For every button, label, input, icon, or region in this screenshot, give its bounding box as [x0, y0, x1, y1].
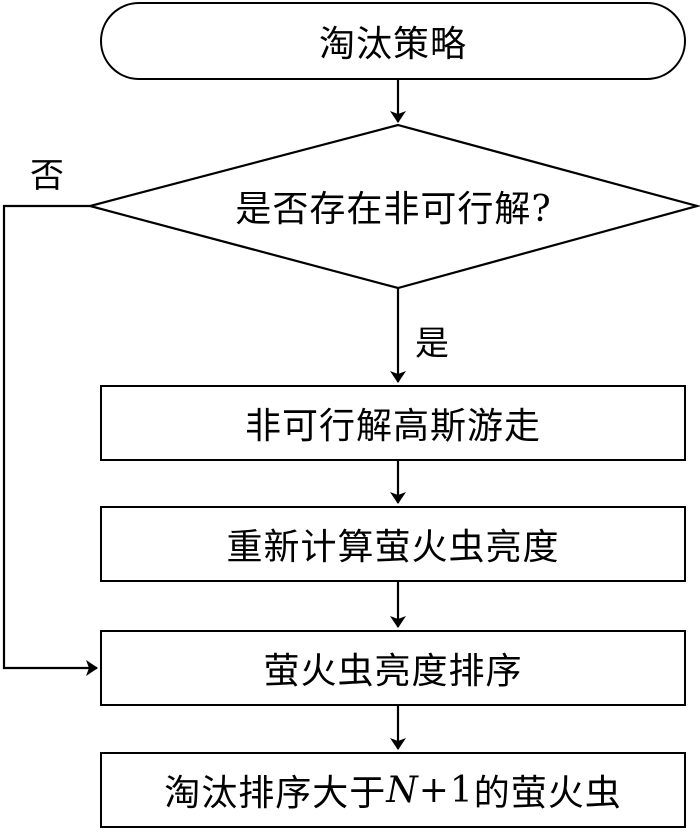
final-middle: +1 — [418, 769, 474, 811]
decision-node: 是否存在非可行解? — [90, 170, 697, 242]
process-recompute-brightness: 重新计算萤火虫亮度 — [100, 506, 686, 582]
start-terminal: 淘汰策略 — [100, 2, 686, 80]
process-label: 非可行解高斯游走 — [244, 406, 541, 447]
no-branch-label: 否 — [30, 156, 64, 196]
yes-branch-label: 是 — [415, 324, 449, 364]
process-label: 重新计算萤火虫亮度 — [226, 527, 560, 568]
arrow-no — [2, 204, 98, 676]
process-gaussian-walk: 非可行解高斯游走 — [100, 385, 686, 461]
start-label: 淘汰策略 — [318, 24, 467, 65]
final-prefix: 淘汰排序大于 — [164, 773, 387, 814]
final-suffix: 的萤火虫 — [473, 773, 622, 814]
decision-label: 是否存在非可行解? — [235, 189, 552, 230]
final-variable: N — [386, 769, 419, 811]
process-label: 萤火虫亮度排序 — [263, 651, 523, 692]
process-sort-brightness: 萤火虫亮度排序 — [100, 630, 686, 706]
